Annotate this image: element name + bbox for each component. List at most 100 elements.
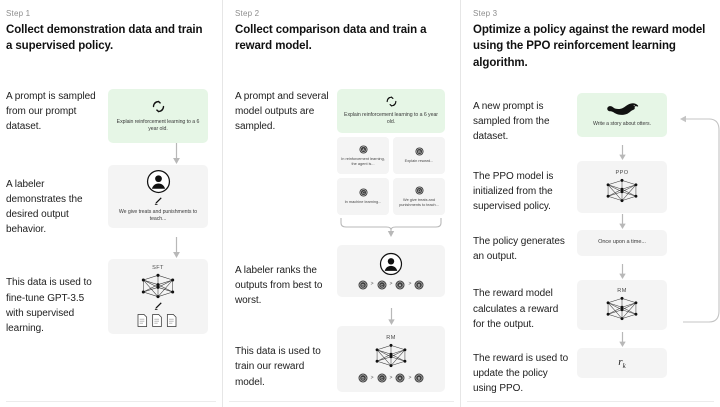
reward-value-box: rk [577,348,667,379]
step-1-row-1: A prompt is sampled from our prompt data… [4,88,222,143]
output-option-b[interactable]: B Explain reward... [393,136,445,174]
prompt-box-3: Write a story about otters. [577,92,667,137]
svg-text:A: A [399,376,402,381]
sft-model-box: SFT [108,259,208,335]
ppo-tag: PPO [615,169,629,176]
model-outputs-grid: A In reinforcement learning, the agent i… [337,136,445,215]
step-2-row-1: A prompt and several model outputs are s… [233,88,460,243]
step-3-row-1: A new prompt is sampled from the dataset… [471,92,720,145]
svg-text:D: D [361,376,364,381]
step-3-desc-5: The reward is used to update the policy … [473,353,569,395]
output-option-a[interactable]: A In reinforcement learning, the agent i… [337,136,389,174]
rank-separator-2: > [389,281,393,288]
prompt-caption-2: Explain reinforcement learning to a 6 ye… [344,112,438,126]
rank-separator-3: > [408,281,412,288]
output-option-a-text: In reinforcement learning, the agent is.… [341,155,385,166]
rm-rank-badge-3: A [395,373,405,383]
reward-symbol: rk [618,355,626,371]
svg-text:C: C [380,282,383,287]
otter-icon [605,102,639,117]
step-1-label: Step 1 [6,9,31,18]
rm-rank-separator-2: > [389,374,393,381]
svg-text:A: A [362,148,365,152]
output-option-d[interactable]: D We give treats and punishments to teac… [393,177,445,215]
merge-brace [337,216,445,243]
output-option-c-text: In machine learning... [344,199,382,205]
bottom-divider-3 [467,401,714,402]
step-3-row-4: The reward model calculates a reward for… [471,280,720,332]
rm-model-box: RM [337,326,445,393]
step-3-label: Step 3 [473,9,498,18]
badge-c-icon: C [358,188,368,197]
arrow-down-1 [126,142,226,165]
arrow-down-6 [577,264,667,280]
badge-a-icon: A [358,145,368,154]
output-text-caption: Once upon a time... [598,239,646,246]
step-3-desc-2: The PPO model is initialized from the su… [473,170,554,212]
step-1-title: Collect demonstration data and train a s… [6,24,203,53]
step-2-desc-2: A labeler ranks the outputs from best to… [235,264,323,307]
step-3-row-5: The reward is used to update the policy … [471,348,720,397]
neural-net-icon [372,342,410,369]
output-option-c[interactable]: C In machine learning... [337,177,389,215]
badge-d-icon: D [414,186,424,195]
step-2-row-3: This data is used to train our reward mo… [233,326,460,393]
step-2-rows: A prompt and several model outputs are s… [233,88,460,393]
bottom-divider-1 [6,401,216,402]
ranking-row-rm: D > C > A > B [358,373,425,383]
labeler-box-1: We give treats and punishments to teach.… [108,164,208,228]
recycle-icon [151,99,166,114]
rank-badge-2: C [377,280,387,290]
pencil-icon [153,196,163,206]
arrow-down-4 [577,144,667,161]
rm-rank-badge-4: B [414,373,424,383]
prompt-caption-1: Explain reinforcement learning to a 6 ye… [116,118,200,132]
step-1-row-3: This data is used to fine-tune GPT-3.5 w… [4,259,222,336]
step-3-rows: A new prompt is sampled from the dataset… [471,92,720,397]
prompt-caption-3: Write a story about otters. [593,120,651,127]
ranking-row-labeler: D > C > A > B [358,280,425,290]
step-2-column: Step 2 Collect comparison data and train… [222,0,460,407]
output-option-d-text: We give treats and punishments to teach.… [399,196,439,207]
arrow-down-2 [126,237,226,259]
step-1-desc-2: A labeler demonstrates the desired outpu… [6,178,83,236]
rank-separator-1: > [370,281,374,288]
rm-tag-3: RM [617,288,627,295]
svg-text:D: D [361,282,364,287]
step-1-desc-3: This data is used to fine-tune GPT-3.5 w… [6,277,92,334]
rm-rank-separator-1: > [370,374,374,381]
svg-text:C: C [380,376,383,381]
output-option-b-text: Explain reward... [404,158,434,164]
neural-net-icon [603,295,641,322]
pencil-icon [153,301,163,311]
sft-tag: SFT [152,265,164,272]
step-2-row-2: A labeler ranks the outputs from best to… [233,244,460,309]
arrow-down-3 [337,308,445,326]
neural-net-icon [138,272,178,300]
step-3-title: Optimize a policy against the reward mod… [473,24,706,69]
documents-icon [136,313,180,328]
rm-model-box-3: RM [577,280,667,331]
labeler-caption-1: We give treats and punishments to teach.… [118,209,198,223]
recycle-icon [385,95,398,108]
rm-rank-badge-1: D [358,373,368,383]
step-3-column: Step 3 Optimize a policy against the rew… [460,0,720,407]
prompt-box-2: Explain reinforcement learning to a 6 ye… [337,88,445,133]
rm-tag: RM [386,335,396,342]
svg-text:B: B [418,282,421,287]
svg-text:B: B [418,150,421,154]
step-3-row-2: The PPO model is initialized from the su… [471,160,720,215]
step-2-desc-3: This data is used to train our reward mo… [235,346,321,388]
labeler-rank-box: D > C > A > B [337,244,445,297]
svg-text:C: C [362,191,365,195]
rm-rank-badge-2: C [377,373,387,383]
step-1-desc-1: A prompt is sampled from our prompt data… [6,90,96,133]
prompt-box-1: Explain reinforcement learning to a 6 ye… [108,88,208,143]
arrow-down-7 [577,332,667,348]
step-3-desc-1: A new prompt is sampled from the dataset… [473,100,550,143]
step-2-desc-1: A prompt and several model outputs are s… [235,90,329,133]
arrow-down-5 [577,214,667,230]
step-2-label: Step 2 [235,9,260,18]
neural-net-icon [603,177,641,204]
